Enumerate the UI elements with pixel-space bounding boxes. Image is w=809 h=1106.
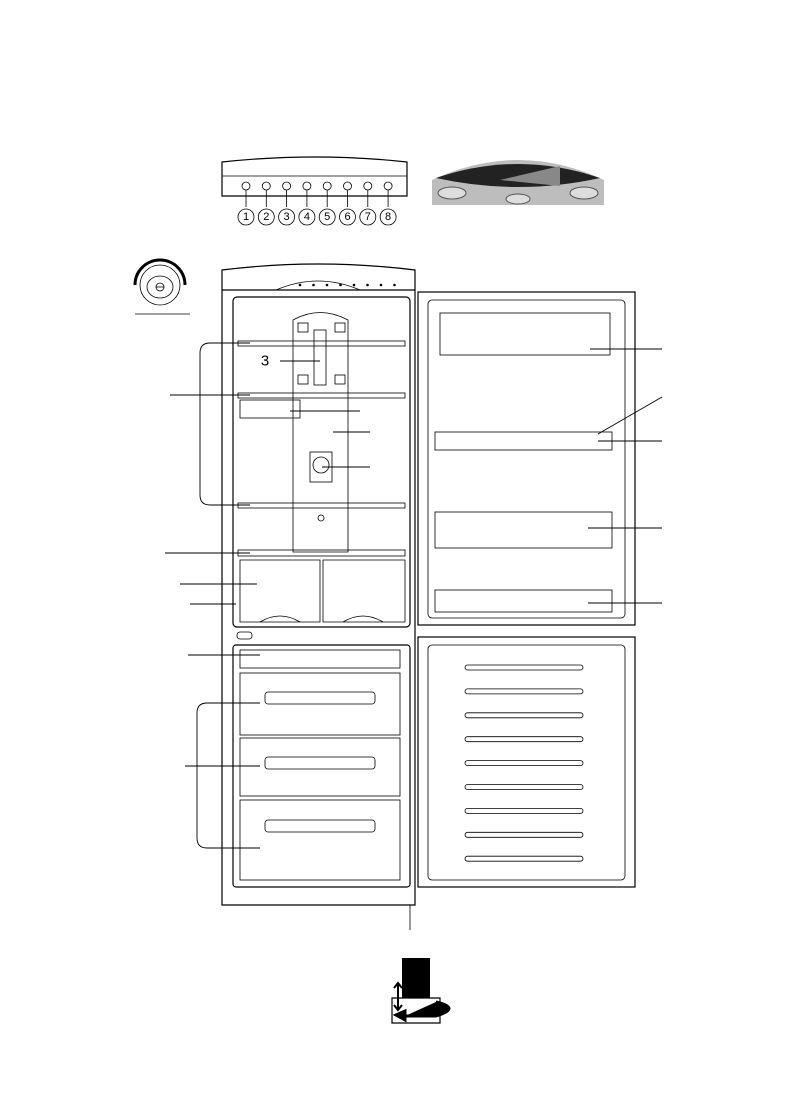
control-button[interactable] bbox=[302, 181, 312, 191]
freezer-door-rib bbox=[464, 784, 584, 790]
indicator-dot bbox=[339, 283, 342, 287]
indicator-dot bbox=[393, 283, 396, 287]
button-number: 8 bbox=[385, 211, 391, 223]
callout-lines bbox=[165, 342, 663, 849]
control-button[interactable] bbox=[343, 181, 352, 191]
freezer-door-rib bbox=[464, 760, 584, 766]
indicator-dot bbox=[352, 283, 356, 287]
button-number: 2 bbox=[263, 211, 269, 223]
button-number: 1 bbox=[243, 211, 249, 223]
indicator-dot bbox=[312, 283, 315, 287]
control-button[interactable] bbox=[363, 181, 373, 191]
indicator-dot bbox=[298, 283, 302, 287]
control-button[interactable] bbox=[322, 181, 332, 191]
number-circle bbox=[278, 208, 296, 226]
control-panel: 1 2 3 4 5 6 7 8 bbox=[221, 156, 408, 226]
freezer-door-rib bbox=[464, 808, 584, 814]
number-circle bbox=[298, 208, 316, 226]
electronic-display-panel bbox=[432, 160, 604, 205]
button-number: 4 bbox=[304, 211, 310, 223]
control-button[interactable] bbox=[261, 181, 271, 191]
indicator-dot bbox=[366, 283, 369, 287]
freezer-door bbox=[417, 636, 636, 888]
fridge-door bbox=[417, 291, 636, 626]
button-number: 6 bbox=[344, 211, 350, 223]
number-circle bbox=[257, 208, 275, 226]
button-number: 3 bbox=[284, 211, 290, 223]
freezer-door-rib bbox=[464, 712, 584, 719]
freezer-door-rib bbox=[464, 855, 584, 862]
freezer-door-rib bbox=[464, 736, 584, 743]
button-number: 7 bbox=[365, 211, 371, 223]
button-number: 5 bbox=[324, 211, 330, 223]
number-circle bbox=[318, 208, 336, 226]
control-button[interactable] bbox=[383, 181, 393, 191]
control-button[interactable] bbox=[282, 181, 292, 191]
indicator-dot bbox=[325, 283, 329, 287]
control-button[interactable] bbox=[241, 181, 251, 191]
number-circle bbox=[379, 208, 397, 226]
number-circle bbox=[339, 208, 356, 226]
freezer-door-rib bbox=[464, 831, 584, 838]
indicator-dot bbox=[379, 283, 383, 287]
refrigerator-body: 3 bbox=[221, 263, 416, 930]
freezer-door-rib bbox=[464, 664, 584, 671]
freezer-door-rib bbox=[464, 688, 584, 695]
number-circle bbox=[359, 208, 377, 226]
installation-arrow-icon bbox=[391, 958, 451, 1024]
number-circle bbox=[237, 208, 255, 226]
shelf-label: 3 bbox=[261, 353, 269, 370]
thermostat-dial-icon bbox=[133, 258, 190, 315]
